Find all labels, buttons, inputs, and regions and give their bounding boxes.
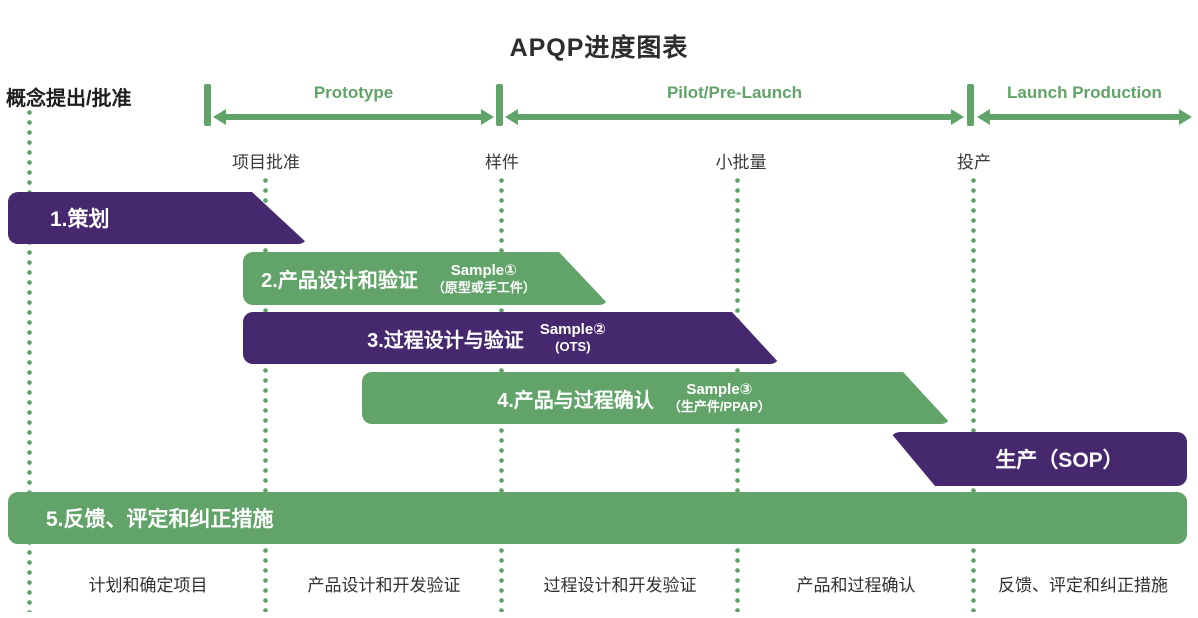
chart-title: APQP进度图表 [509,34,689,62]
arrowhead-right-icon [481,109,494,125]
bar-label: 5.反馈、评定和纠正措施 [46,508,274,531]
milestone-label-sample: 样件 [485,153,519,172]
bar-label: 1.策划 [50,208,110,231]
arrowhead-left-icon [977,109,990,125]
bar-process-design-validation: 3.过程设计与验证 Sample② (OTS) [243,312,780,364]
sample-note: （原型或手工件） [431,279,536,295]
sample-label: Sample② [539,321,606,339]
phase-desc-feedback-corrective: 反馈、评定和纠正措施 [998,576,1168,595]
phase-label-prototype: Prototype [313,83,394,102]
phase-separator-3 [967,84,974,126]
arrow-line [990,114,1179,120]
phase-separator-1 [204,84,211,126]
sample-badge: Sample③ （生产件/PPAP） [668,381,771,414]
phase-desc-process-design-dev: 过程设计和开发验证 [543,576,697,595]
arrowhead-right-icon [951,109,964,125]
sample-label: Sample① [450,261,517,279]
arrow-line [226,114,481,120]
concept-approval-label: 概念提出/批准 [6,88,132,110]
bar-label: 2.产品设计和验证 [261,270,418,292]
bar-label: 3.过程设计与验证 [367,329,524,352]
phase-arrow-pilot-pre-launch [505,109,964,125]
milestone-label-project-approval: 项目批准 [232,153,300,172]
bar-product-process-confirmation: 4.产品与过程确认 Sample③ （生产件/PPAP） [362,372,951,424]
dotted-timeline-production-launch [971,178,976,612]
sample-badge: Sample② (OTS) [540,321,606,354]
sample-note: (OTS) [555,339,591,355]
arrow-line [518,114,951,120]
arrowhead-left-icon [213,109,226,125]
sample-note: （生产件/PPAP） [667,399,771,415]
bar-planning: 1.策划 [8,192,308,244]
bar-production-sop: 生产（SOP） [890,432,1187,486]
phase-label-launch-production: Launch Production [1007,83,1162,102]
sample-label: Sample③ [686,381,753,399]
arrowhead-left-icon [505,109,518,125]
dotted-timeline-project-approval [263,178,268,612]
phase-separator-2 [496,84,503,126]
phase-label-pilot-pre-launch: Pilot/Pre-Launch [666,83,803,102]
bar-label: 生产（SOP） [995,449,1124,472]
phase-arrow-launch-production [977,109,1192,125]
milestone-label-small-batch: 小批量 [715,153,767,172]
bar-label: 4.产品与过程确认 [497,389,654,412]
phase-desc-plan-define: 计划和确定项目 [88,576,208,595]
phase-desc-product-design-dev: 产品设计和开发验证 [307,576,461,595]
milestone-label-production-launch: 投产 [957,153,991,172]
phase-desc-product-process-confirm: 产品和过程确认 [796,576,916,595]
dotted-timeline-concept [27,110,32,612]
arrowhead-right-icon [1179,109,1192,125]
bar-product-design-validation: 2.产品设计和验证 Sample① （原型或手工件） [243,252,609,305]
bar-feedback-corrective-actions: 5.反馈、评定和纠正措施 [8,492,1187,544]
phase-arrow-prototype [213,109,494,125]
sample-badge: Sample① （原型或手工件） [432,262,536,295]
